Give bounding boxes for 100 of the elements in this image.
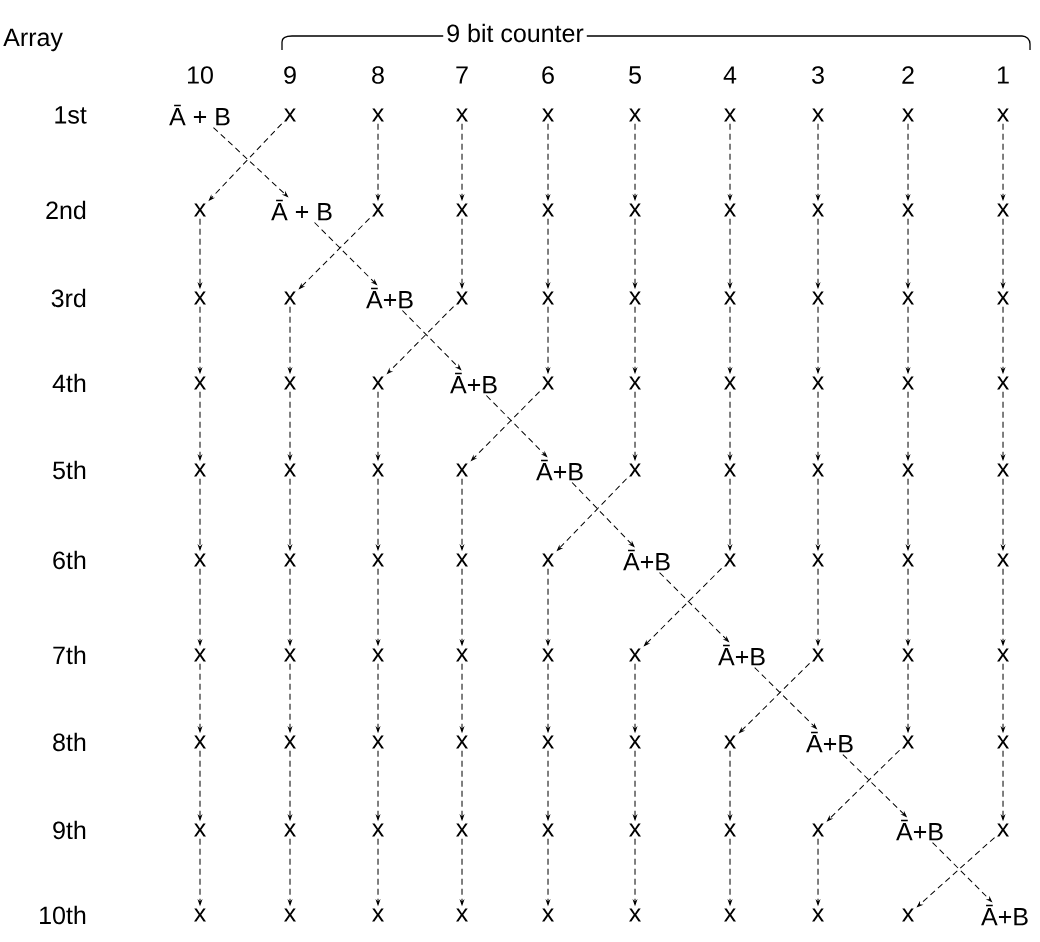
arrow [633,750,637,821]
cell-mark: x [542,376,554,390]
arrow [401,310,462,370]
arrow [816,478,820,551]
cell-mark: x [372,203,384,217]
arrow [1001,218,1005,289]
cell-mark: x [194,823,206,837]
column-number: 3 [812,66,824,84]
cell-mark: x [456,291,468,305]
cell-mark: x [724,823,736,837]
arrow [288,750,292,821]
cell-mark: x [284,648,296,662]
arrow [546,838,550,906]
operation-label: Ā+B [366,287,413,309]
arrow [288,838,292,906]
arrow [198,838,202,906]
arrow [739,662,811,734]
arrow [728,478,732,551]
arrow [906,391,910,461]
cell-mark: x [812,291,824,305]
cell-mark: x [542,108,554,122]
cell-mark: x [284,823,296,837]
arrow [728,218,732,289]
arrow [906,478,910,551]
cell-mark: x [629,291,641,305]
cell-mark: x [724,203,736,217]
cell-mark: x [629,463,641,477]
arrow [299,217,371,289]
cell-mark: x [997,648,1009,662]
arrow [1001,750,1005,821]
cell-mark: x [997,735,1009,749]
cell-mark: x [902,908,914,922]
cell-mark: x [542,735,554,749]
arrow [387,306,455,374]
cell-mark: x [902,648,914,662]
arrow [198,391,202,461]
cell-mark: x [812,203,824,217]
cell-mark: x [372,108,384,122]
cell-mark: x [542,908,554,922]
cell-mark: x [542,203,554,217]
arrow [917,837,996,907]
cell-mark: x [997,376,1009,390]
arrow [376,568,380,646]
column-number: 10 [188,66,213,84]
arrow [633,306,637,374]
cell-mark: x [997,291,1009,305]
cell-mark: x [724,291,736,305]
cell-mark: x [724,908,736,922]
column-number: 9 [284,66,296,84]
cell-mark: x [724,553,736,567]
arrow [376,663,380,733]
arrow [633,663,637,733]
cell-mark: x [372,376,384,390]
cell-mark: x [194,735,206,749]
arrow [816,568,820,646]
arrow [906,568,910,646]
cell-mark: x [456,908,468,922]
arrow [460,838,464,906]
arrow [198,478,202,551]
cell-mark: x [902,553,914,567]
arrow [633,838,637,906]
cell-mark: x [629,376,641,390]
arrow [198,750,202,821]
cell-mark: x [724,108,736,122]
arrow [1001,663,1005,733]
cell-mark: x [194,463,206,477]
cell-mark: x [812,823,824,837]
cell-mark: x [997,823,1009,837]
arrow [198,568,202,646]
arrow [659,572,729,642]
cell-mark: x [812,553,824,567]
cell-mark: x [997,108,1009,122]
arrow [288,478,292,551]
arrow [906,218,910,289]
arrow [288,391,292,461]
cell-mark: x [724,376,736,390]
column-number: 7 [456,66,468,84]
arrow [376,478,380,551]
cell-mark: x [902,463,914,477]
cell-mark: x [194,648,206,662]
arrow [460,478,464,551]
cell-mark: x [902,203,914,217]
arrow [460,750,464,821]
arrow [827,749,901,822]
row-label: 8th [53,732,86,752]
cell-mark: x [724,463,736,477]
arrow [633,218,637,289]
cell-mark: x [629,735,641,749]
arrow [198,663,202,733]
cell-mark: x [456,735,468,749]
arrow [728,750,732,821]
cell-mark: x [629,908,641,922]
cell-mark: x [812,463,824,477]
row-label: 3rd [51,288,86,308]
arrow [906,306,910,374]
arrow [728,306,732,374]
arrow [546,568,550,646]
arrow [376,750,380,821]
operation-label: Ā+B [536,459,583,481]
cell-mark: x [629,823,641,837]
